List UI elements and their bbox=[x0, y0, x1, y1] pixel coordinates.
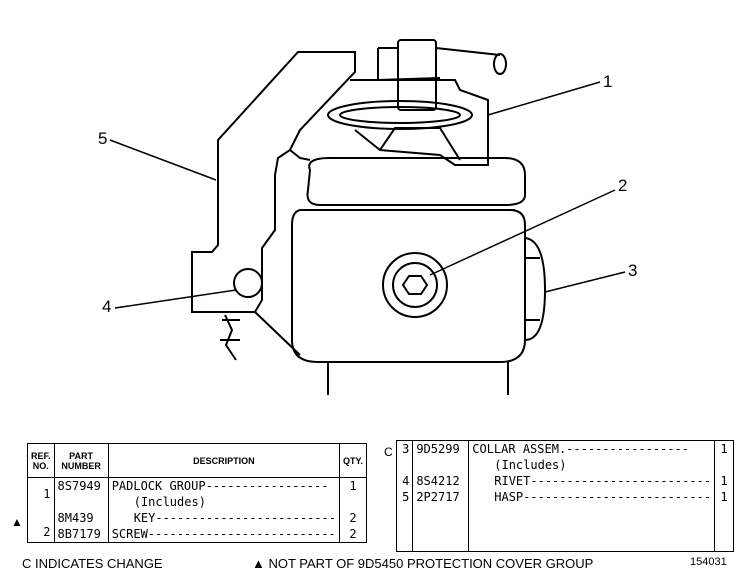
collar-bracket bbox=[350, 79, 489, 166]
table-cell: 9D5299 bbox=[416, 442, 460, 456]
description-column: PADLOCK GROUP----------------- (Includes… bbox=[107, 477, 340, 543]
header-part-number: PART NUMBER bbox=[53, 443, 109, 478]
table-cell: 1 bbox=[43, 487, 51, 501]
ref-column: 1 2 bbox=[27, 477, 55, 543]
padlock-collar-illustration bbox=[109, 39, 626, 395]
part-number-column: 9D5299 8S4212 2P2717 bbox=[412, 440, 470, 552]
table-cell: 2P2717 bbox=[416, 490, 460, 504]
leader-4 bbox=[114, 289, 237, 309]
table-cell: 2 bbox=[349, 511, 357, 525]
hasp-outline bbox=[191, 51, 356, 313]
table-cell bbox=[718, 457, 730, 473]
table-cell: 1 bbox=[720, 442, 728, 456]
right-parts-table: 3 4 5 9D5299 8S4212 2P2717 COLLAR ASSEM.… bbox=[395, 440, 734, 552]
leader-2 bbox=[429, 189, 616, 276]
header-description: DESCRIPTION bbox=[107, 443, 340, 478]
table-cell: 2 bbox=[349, 527, 357, 541]
leader-3 bbox=[544, 271, 626, 293]
rivet bbox=[233, 268, 263, 298]
callout-2: 2 bbox=[618, 176, 628, 195]
latch-post bbox=[397, 39, 437, 111]
qty-column: 1 1 1 bbox=[714, 440, 734, 552]
table-cell: 1 bbox=[349, 479, 357, 493]
table-cell bbox=[416, 457, 465, 473]
change-note: C INDICATES CHANGE bbox=[22, 556, 163, 571]
table-cell: (Includes) bbox=[494, 458, 567, 472]
screw-head bbox=[382, 252, 448, 318]
table-cell: COLLAR ASSEM.----------------- bbox=[472, 442, 689, 456]
table-cell: 4 bbox=[402, 474, 410, 488]
leader-5 bbox=[109, 139, 217, 181]
table-cell: 2 bbox=[43, 525, 51, 539]
left-parts-table: REF. NO. PART NUMBER DESCRIPTION QTY. 1 … bbox=[27, 443, 368, 543]
lock-cylinder bbox=[306, 157, 526, 206]
table-cell: RIVET------------------------- bbox=[494, 474, 711, 488]
change-marker: C bbox=[384, 445, 393, 459]
chain bbox=[220, 314, 240, 361]
table-cell: 8M439 bbox=[57, 511, 94, 525]
table-cell: 1 bbox=[720, 490, 728, 504]
callout-3: 3 bbox=[628, 261, 638, 280]
table-cell: 5 bbox=[402, 490, 410, 504]
header-qty: QTY. bbox=[338, 443, 368, 478]
table-cell: 8S4212 bbox=[416, 474, 460, 488]
table-cell: 8B7179 bbox=[57, 527, 101, 541]
table-cell: (Includes) bbox=[133, 495, 206, 509]
qty-column: 1 2 2 bbox=[338, 477, 368, 543]
table-cell: HASP-------------------------- bbox=[494, 490, 711, 504]
table-cell bbox=[58, 494, 105, 510]
header-ref-no: REF. NO. bbox=[27, 443, 55, 478]
table-cell: PADLOCK GROUP----------------- bbox=[111, 479, 329, 493]
not-part-note: ▲ NOT PART OF 9D5450 PROTECTION COVER GR… bbox=[252, 556, 594, 571]
table-cell bbox=[343, 494, 363, 510]
description-column: COLLAR ASSEM.----------------- (Includes… bbox=[468, 440, 715, 552]
ref-column: 3 4 5 bbox=[395, 440, 414, 552]
figure-number: 154031 bbox=[690, 556, 727, 568]
callout-1: 1 bbox=[603, 72, 613, 91]
part-number-column: 8S7949 8M439 8B7179 bbox=[53, 477, 109, 543]
lock-block bbox=[291, 209, 526, 363]
table-cell: 8S7949 bbox=[57, 479, 101, 493]
leader-1 bbox=[487, 81, 601, 116]
table-cell: 3 bbox=[402, 442, 410, 456]
table-cell: KEY------------------------- bbox=[133, 511, 336, 525]
table-cell bbox=[400, 457, 409, 473]
callout-4: 4 bbox=[102, 297, 112, 316]
table-cell: 1 bbox=[720, 474, 728, 488]
table-cell: SCREW-------------------------- bbox=[111, 527, 336, 541]
not-part-marker: ▲ bbox=[11, 515, 23, 529]
callout-5: 5 bbox=[98, 129, 108, 148]
